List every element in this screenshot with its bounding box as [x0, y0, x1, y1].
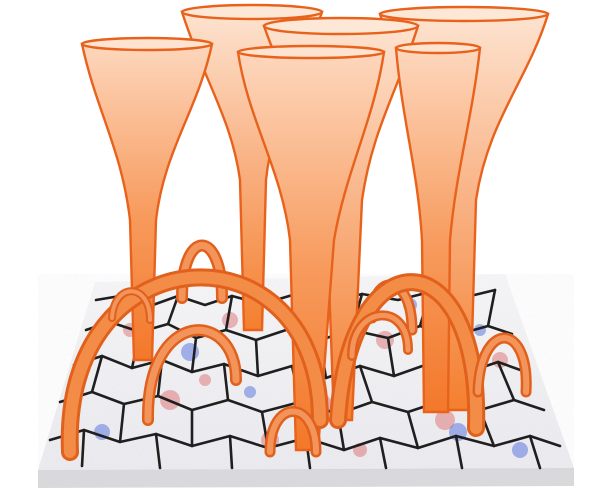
solar-funnel-diagram [0, 0, 606, 502]
